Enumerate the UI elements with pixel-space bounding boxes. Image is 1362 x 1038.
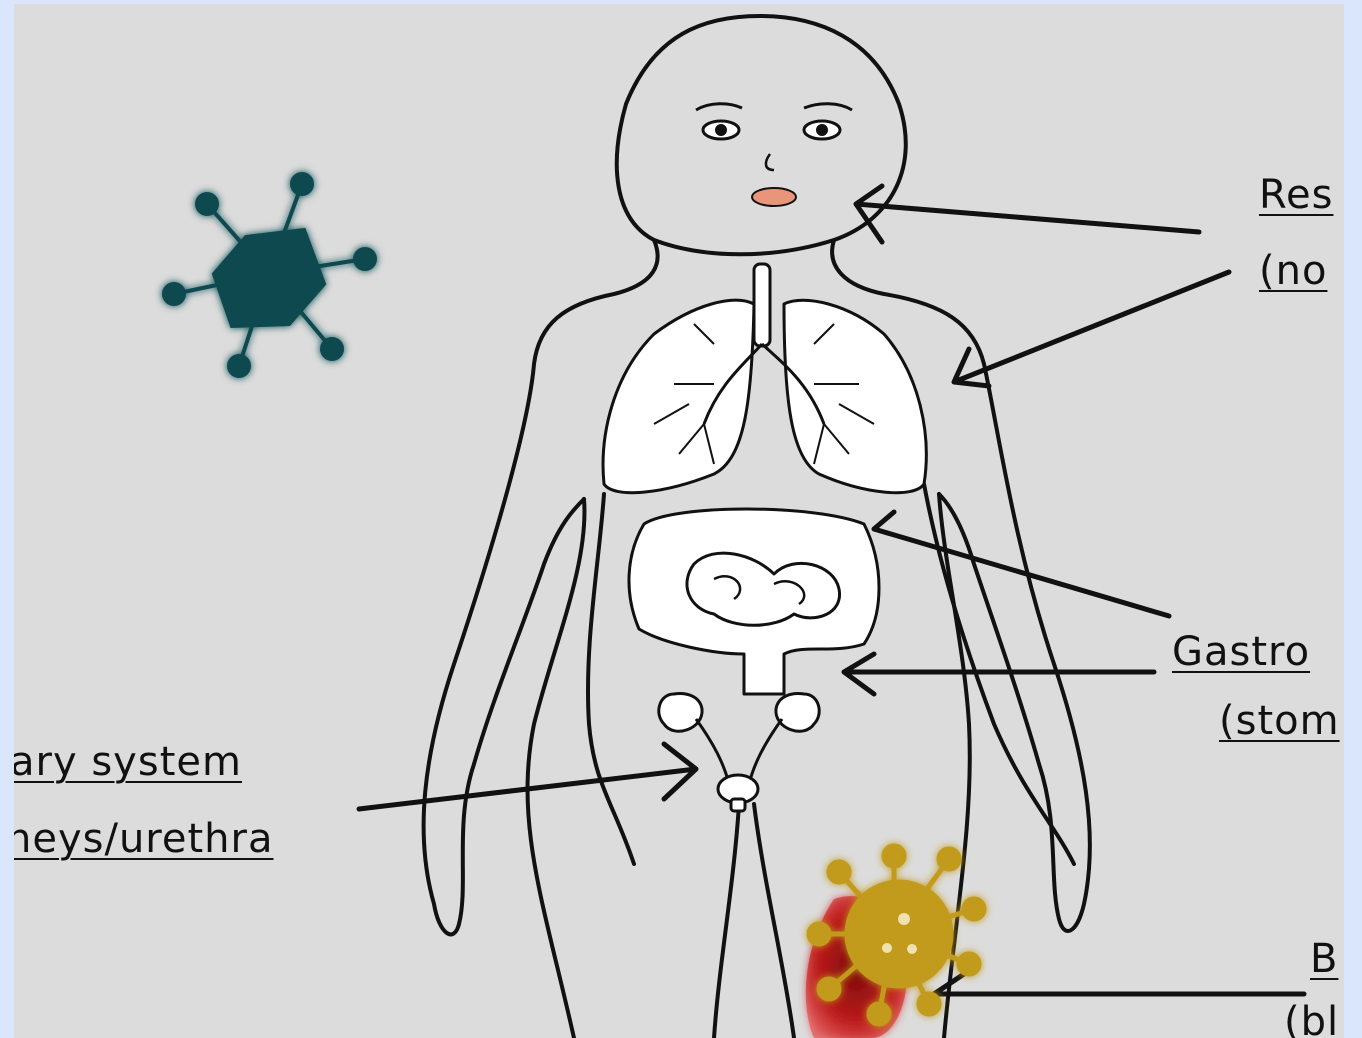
blood-title: B <box>1310 936 1338 982</box>
lips <box>752 188 796 206</box>
left-eyebrow <box>696 104 742 110</box>
lungs <box>603 264 926 493</box>
arrow-respiratory-face <box>856 186 1199 242</box>
arrow-respiratory-chest <box>954 272 1229 386</box>
gastro-title: Gastro <box>1172 629 1310 675</box>
respiratory-subtitle: (no <box>1259 248 1327 294</box>
hexagonal-virus-icon <box>164 174 375 376</box>
nose <box>766 154 774 170</box>
face <box>696 104 852 206</box>
arrow-gastro-lower <box>844 654 1154 694</box>
intestines <box>629 509 879 694</box>
urinary-title: ary system <box>14 739 242 785</box>
blood-subtitle: (bl <box>1284 999 1339 1038</box>
arrow-gastro-upper <box>874 512 1169 616</box>
urinary-organs <box>659 694 819 811</box>
gastro-subtitle: (stom <box>1219 698 1340 744</box>
body-diagram <box>14 4 1344 1038</box>
urinary-subtitle: neys/urethra <box>14 816 273 862</box>
arrow-blood <box>934 974 1304 994</box>
respiratory-title: Res <box>1259 172 1333 218</box>
diagram-canvas: Res (no Gastro (stom ary system neys/ure… <box>14 4 1344 1038</box>
right-eyebrow <box>804 104 852 110</box>
